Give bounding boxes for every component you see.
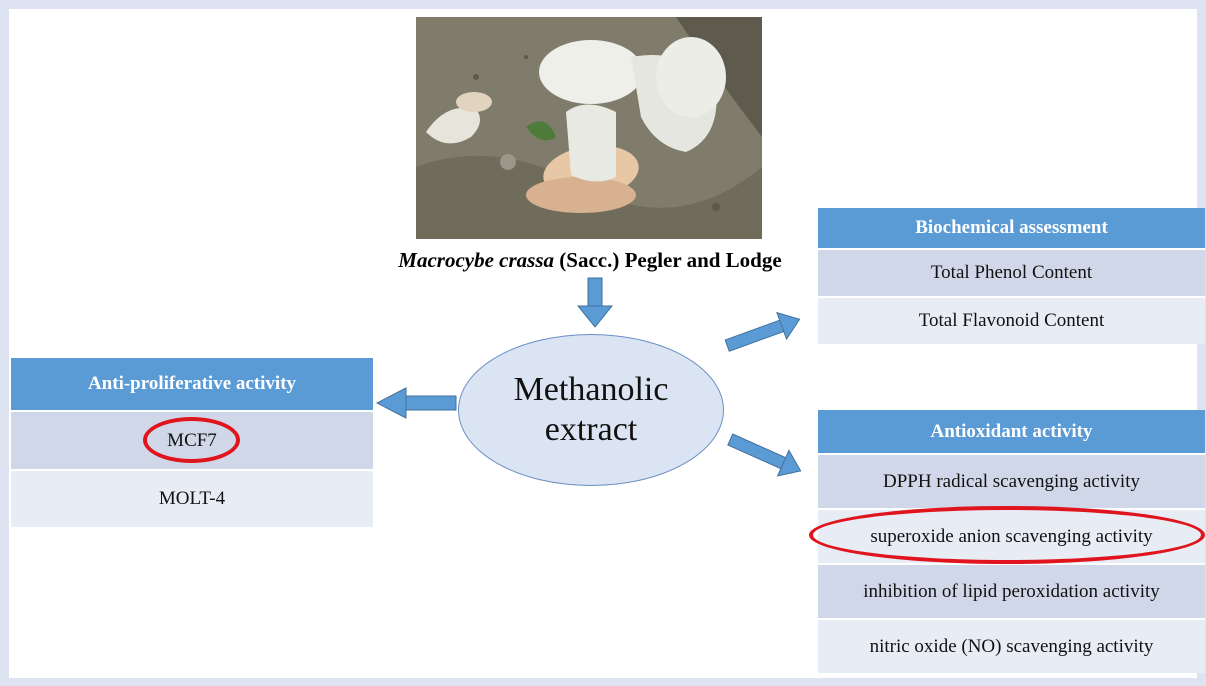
arrow-extract-to-antioxidant bbox=[727, 433, 802, 477]
mushroom-illustration bbox=[416, 17, 762, 239]
table-row: inhibition of lipid peroxidation activit… bbox=[818, 563, 1205, 618]
species-caption: Macrocybe crassa (Sacc.) Pegler and Lodg… bbox=[360, 248, 820, 273]
table-row: MOLT-4 bbox=[11, 469, 373, 527]
species-authority: (Sacc.) Pegler and Lodge bbox=[554, 248, 782, 272]
mushroom-photo bbox=[416, 17, 762, 239]
methanolic-extract-label: Methanolic extract bbox=[491, 370, 691, 450]
antioxidant-activity-header: Antioxidant activity bbox=[818, 410, 1205, 453]
biochemical-assessment-header: Biochemical assessment bbox=[818, 208, 1205, 248]
anti-proliferative-header: Anti-proliferative activity bbox=[11, 358, 373, 410]
table-row: Total Flavonoid Content bbox=[818, 296, 1205, 344]
methanolic-extract-line2: extract bbox=[544, 411, 638, 448]
table-row: nitric oxide (NO) scavenging activity bbox=[818, 618, 1205, 673]
arrow-extract-to-antiproliferative bbox=[375, 387, 457, 419]
table-row: DPPH radical scavenging activity bbox=[818, 453, 1205, 508]
species-name: Macrocybe crassa bbox=[398, 248, 555, 272]
antioxidant-activity-table: Antioxidant activity DPPH radical scaven… bbox=[818, 410, 1205, 673]
methanolic-extract-line1: Methanolic bbox=[513, 371, 669, 408]
table-row: Total Phenol Content bbox=[818, 248, 1205, 296]
arrow-extract-to-biochemical bbox=[724, 311, 801, 352]
arrow-caption-to-extract bbox=[576, 277, 614, 328]
biochemical-assessment-table: Biochemical assessment Total Phenol Cont… bbox=[818, 208, 1205, 344]
methanolic-extract-node: Methanolic extract bbox=[458, 334, 724, 486]
table-row: superoxide anion scavenging activity bbox=[818, 508, 1205, 563]
